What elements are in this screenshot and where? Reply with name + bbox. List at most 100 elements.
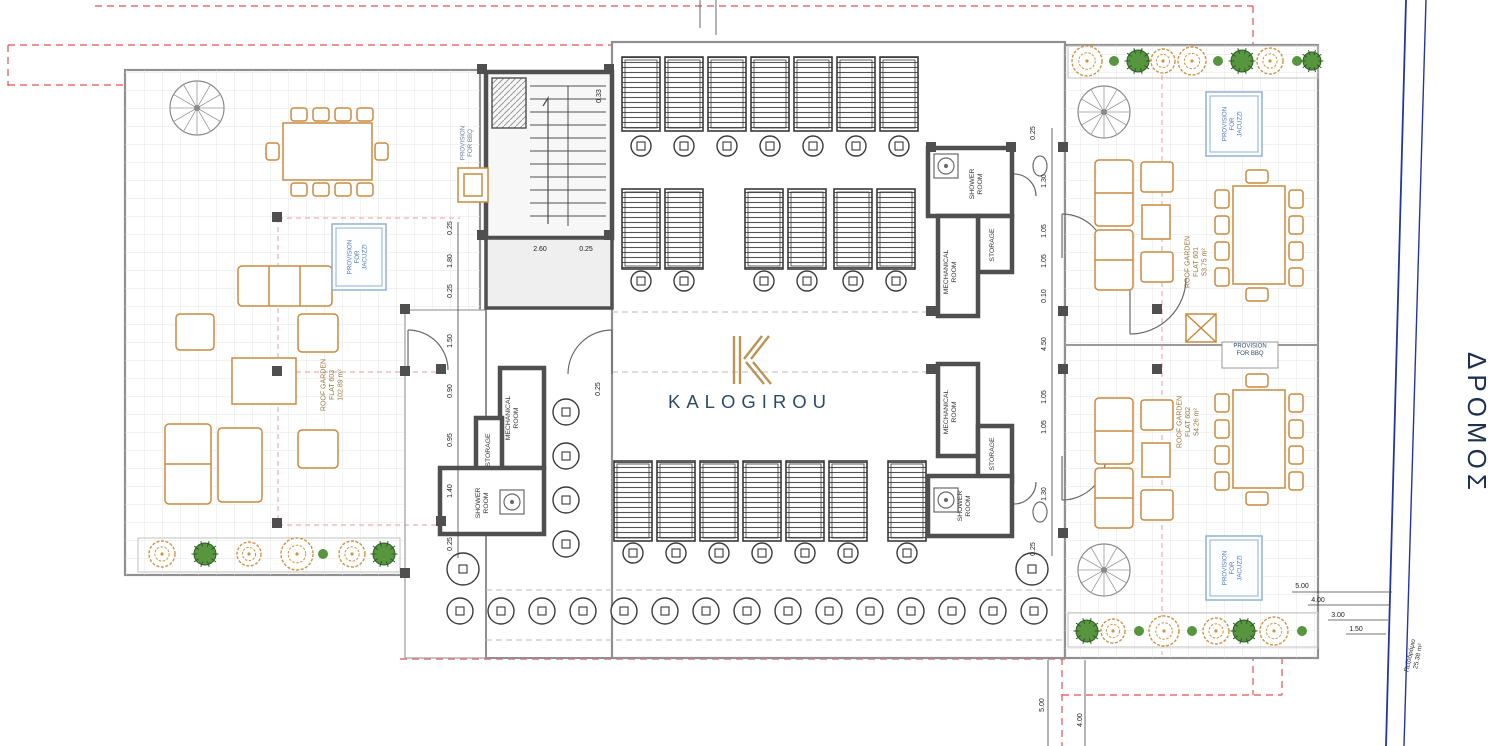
- shrub-dot: [1134, 626, 1144, 636]
- spiral-stair-tread: [1090, 547, 1105, 571]
- spiral-stair-tread: [183, 84, 198, 109]
- louver-panel-frame: [747, 191, 781, 267]
- structural-column: [272, 518, 282, 528]
- tree-spike: [1239, 618, 1243, 624]
- tree-spike: [193, 545, 200, 550]
- louver-panel-frame: [882, 59, 916, 129]
- road-edge-line-2: [1403, 0, 1427, 746]
- pergola-post-base: [988, 606, 998, 616]
- spiral-stair-tread: [1090, 89, 1105, 113]
- spiral-stair-tread: [1103, 111, 1118, 135]
- shower-fixture-bottom: [933, 487, 959, 513]
- tree-orange-center: [1214, 629, 1218, 633]
- louver-panel: [833, 188, 873, 270]
- louver-panel: [656, 460, 696, 542]
- pergola-post-base: [561, 407, 571, 417]
- bbq-unit-left: [457, 167, 489, 203]
- dimension-text: 1.30: [1041, 487, 1048, 501]
- louver-panel: [787, 188, 827, 270]
- room-label: SHOWERROOM: [969, 169, 984, 200]
- road-name-label: ΔΡΟΜΟΣ: [1462, 352, 1492, 495]
- tree-orange-center: [1161, 59, 1165, 63]
- tree-spike: [1139, 68, 1143, 74]
- structural-column: [477, 230, 487, 240]
- tree-spike: [385, 561, 389, 567]
- louver-panel-frame: [790, 191, 824, 267]
- structural-column: [1152, 304, 1162, 314]
- spiral-stair-tread: [1103, 556, 1127, 571]
- spiral-stair-tread: [173, 107, 198, 122]
- room-label: SHOWERROOM: [957, 491, 972, 522]
- louver-panel: [699, 460, 739, 542]
- pergola-post-base: [722, 141, 732, 151]
- tree-spike: [1092, 635, 1099, 640]
- tree-spike: [200, 561, 204, 567]
- pergola-post-base: [458, 564, 468, 574]
- spiral-stair-tread: [1103, 89, 1118, 113]
- pergola-post-base: [865, 606, 875, 616]
- spiral-stair-newel: [194, 105, 200, 111]
- tree-spike: [1316, 64, 1322, 69]
- tree-spike: [389, 558, 396, 563]
- tree-orange-center: [350, 552, 354, 556]
- structural-column: [604, 230, 614, 240]
- stair-direction-arrow: [542, 95, 549, 224]
- louver-panel: [707, 56, 747, 132]
- tree-spike: [1143, 52, 1150, 57]
- tree-spike: [1232, 635, 1239, 640]
- spiral-stair-tread: [1081, 556, 1105, 571]
- dimension-text: 0.90: [447, 384, 454, 398]
- louver-panel-frame: [659, 463, 693, 539]
- tree-spike: [389, 545, 396, 550]
- dimension-text: 4.00: [1077, 713, 1084, 727]
- structural-column: [477, 64, 487, 74]
- pergola-post-base: [824, 606, 834, 616]
- stairwell: [483, 69, 615, 310]
- dimension-text: 3.00: [1331, 612, 1345, 619]
- dimension-text: 5.00: [1039, 698, 1046, 712]
- tree-spike: [385, 541, 389, 547]
- dimension-text: 0.10: [1041, 289, 1048, 303]
- louver-panel-frame: [624, 191, 658, 267]
- tree-orange-inner: [1155, 622, 1173, 640]
- tree-orange-inner: [1105, 623, 1121, 639]
- room-label: MECHANICALROOM: [505, 396, 520, 441]
- shower-room-bottom: [925, 473, 1015, 539]
- louver-panel: [887, 460, 927, 542]
- louver-panel: [876, 188, 916, 270]
- spiral-stair-newel: [1101, 567, 1107, 573]
- pergola-post-base: [906, 606, 916, 616]
- pergola-post-base: [537, 606, 547, 616]
- tree-orange-center: [1162, 629, 1166, 633]
- pergola-post-base: [1027, 564, 1037, 574]
- furniture: [164, 107, 1304, 529]
- tree-orange-inner: [154, 546, 170, 562]
- structural-column: [436, 516, 446, 526]
- tree-spike: [1133, 48, 1137, 54]
- tree-orange-inner: [1183, 52, 1201, 70]
- louver-panel: [836, 56, 876, 132]
- tree-orange-inner: [241, 546, 257, 562]
- shaft-hatched: [491, 77, 527, 129]
- dimension-text: 1.40: [447, 484, 454, 498]
- tree-spike: [1088, 618, 1092, 624]
- jacuzzi-provision-box: [1205, 91, 1263, 157]
- tree-spike: [1126, 52, 1133, 57]
- louver-panel: [742, 460, 782, 542]
- tree-spike: [1082, 618, 1086, 624]
- louver-panel: [793, 56, 833, 132]
- structural-column: [926, 142, 936, 152]
- structural-column: [1058, 528, 1068, 538]
- dimension-text: 1.50: [447, 334, 454, 348]
- spiral-stair-tread: [1081, 111, 1105, 126]
- dimension-text: 0.25: [1030, 126, 1037, 140]
- tree-spike: [210, 545, 217, 550]
- central-block: [610, 40, 1067, 660]
- lounge-set-left: [164, 265, 339, 505]
- room-label: STORAGE: [989, 437, 996, 471]
- tree-spike: [1088, 638, 1092, 644]
- louver-panel-frame: [836, 191, 870, 267]
